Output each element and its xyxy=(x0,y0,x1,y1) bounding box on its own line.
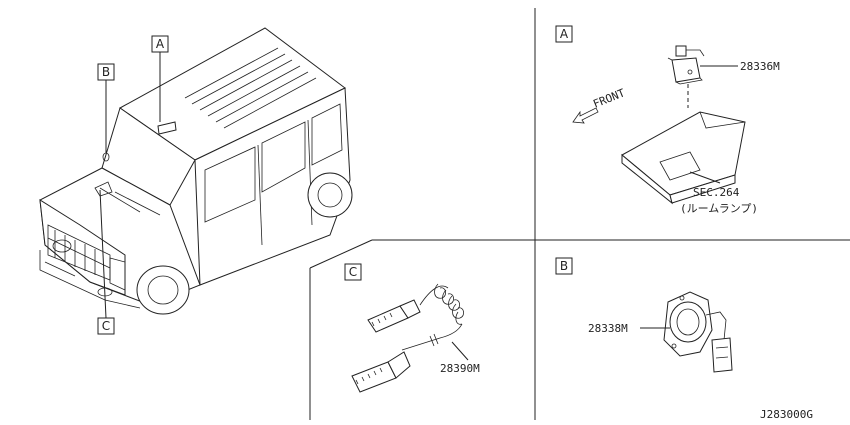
vehicle-leaders xyxy=(99,52,161,319)
panel-b: B 28338M xyxy=(555,257,733,373)
diagram-code: J283000G xyxy=(760,408,813,421)
panel-a-label: A xyxy=(560,27,569,41)
panel-dividers xyxy=(309,8,850,420)
vehicle-callout-a-label: A xyxy=(156,37,165,51)
front-arrow-label: FRONT xyxy=(591,86,627,111)
antenna-28338m xyxy=(663,291,733,373)
vehicle-callout-b-label: B xyxy=(102,65,110,79)
room-lamp xyxy=(621,111,746,205)
room-lamp-name-label: (ルームランプ) xyxy=(680,202,758,215)
vehicle-drawing xyxy=(39,27,353,315)
vehicle-callout-c-label: C xyxy=(102,319,110,333)
part-28338m-label: 28338M xyxy=(588,322,628,335)
panel-c: C 28390M xyxy=(344,263,480,393)
cable-28390m xyxy=(351,283,464,393)
vehicle-callout-c: C xyxy=(97,317,115,335)
vehicle-callout-b: B xyxy=(97,63,115,81)
panel-a: A FRONT 28336M SEC.264 (ルームランプ) xyxy=(555,25,780,215)
front-arrow-icon xyxy=(572,107,599,124)
part-28390m-label: 28390M xyxy=(440,362,480,375)
vehicle-callout-a: A xyxy=(151,35,169,53)
panel-b-label: B xyxy=(560,259,568,273)
panel-c-label: C xyxy=(349,265,357,279)
part-28336m-label: 28336M xyxy=(740,60,780,73)
sensor-28336m xyxy=(667,45,705,85)
room-lamp-sec-label: SEC.264 xyxy=(693,186,740,199)
